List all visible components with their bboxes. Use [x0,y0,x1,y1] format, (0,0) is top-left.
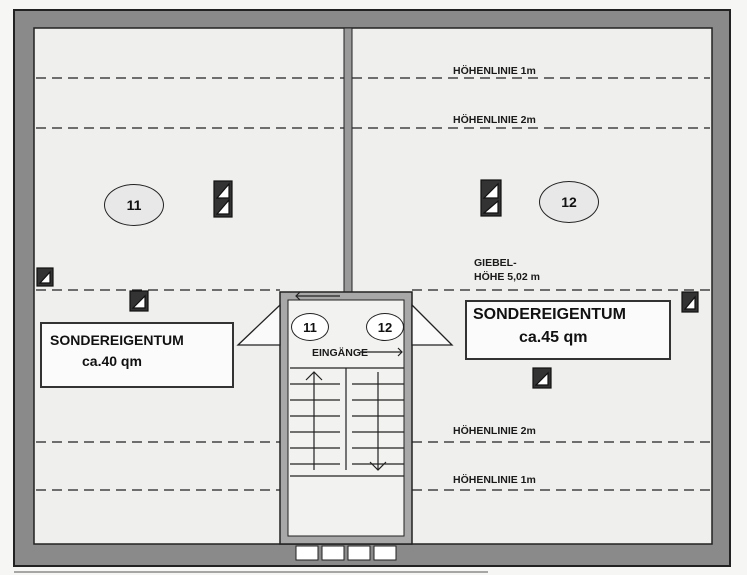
stair-flight [290,367,404,477]
entrance-canopy-right [411,303,454,346]
ownership-title-left: SONDEREIGENTUM [50,332,184,348]
ownership-title-right: SONDEREIGENTUM [473,306,626,323]
ownership-area-left: ca.40 qm [82,353,142,369]
skylight-right-edge [681,291,699,313]
skylight-windows [36,179,699,389]
ownership-area-right: ca.45 qm [519,329,588,346]
skylight-right-upper [480,179,502,217]
ownership-box-left: SONDEREIGENTUM ca.40 qm [40,322,234,388]
entrance-canopy-left [236,303,281,346]
entrance-label: EINGÄNGE [312,347,369,359]
unit-number-left: 11 [104,184,164,226]
stairwell-base [295,545,397,561]
entrance-number-right: 12 [366,313,404,341]
skylight-left-upper [213,180,233,218]
skylight-left-small [36,267,54,287]
partition-wall [343,27,353,295]
contour-label-1m-top: HÖHENLINIE 1m [453,65,536,77]
skylight-right-lower [532,367,552,389]
entrance-number-left: 11 [291,313,329,341]
gable-label-line1: GIEBEL- [474,257,517,269]
entrance-arrows [295,291,403,357]
contour-label-2m-top: HÖHENLINIE 2m [453,114,536,126]
contour-label-1m-bottom: HÖHENLINIE 1m [453,474,536,486]
skylight-left-mid [129,290,149,312]
gable-label-line2: HÖHE 5,02 m [474,271,540,283]
unit-number-right: 12 [539,181,599,223]
ownership-box-right: SONDEREIGENTUM ca.45 qm [465,300,671,360]
contour-label-2m-bottom: HÖHENLINIE 2m [453,425,536,437]
